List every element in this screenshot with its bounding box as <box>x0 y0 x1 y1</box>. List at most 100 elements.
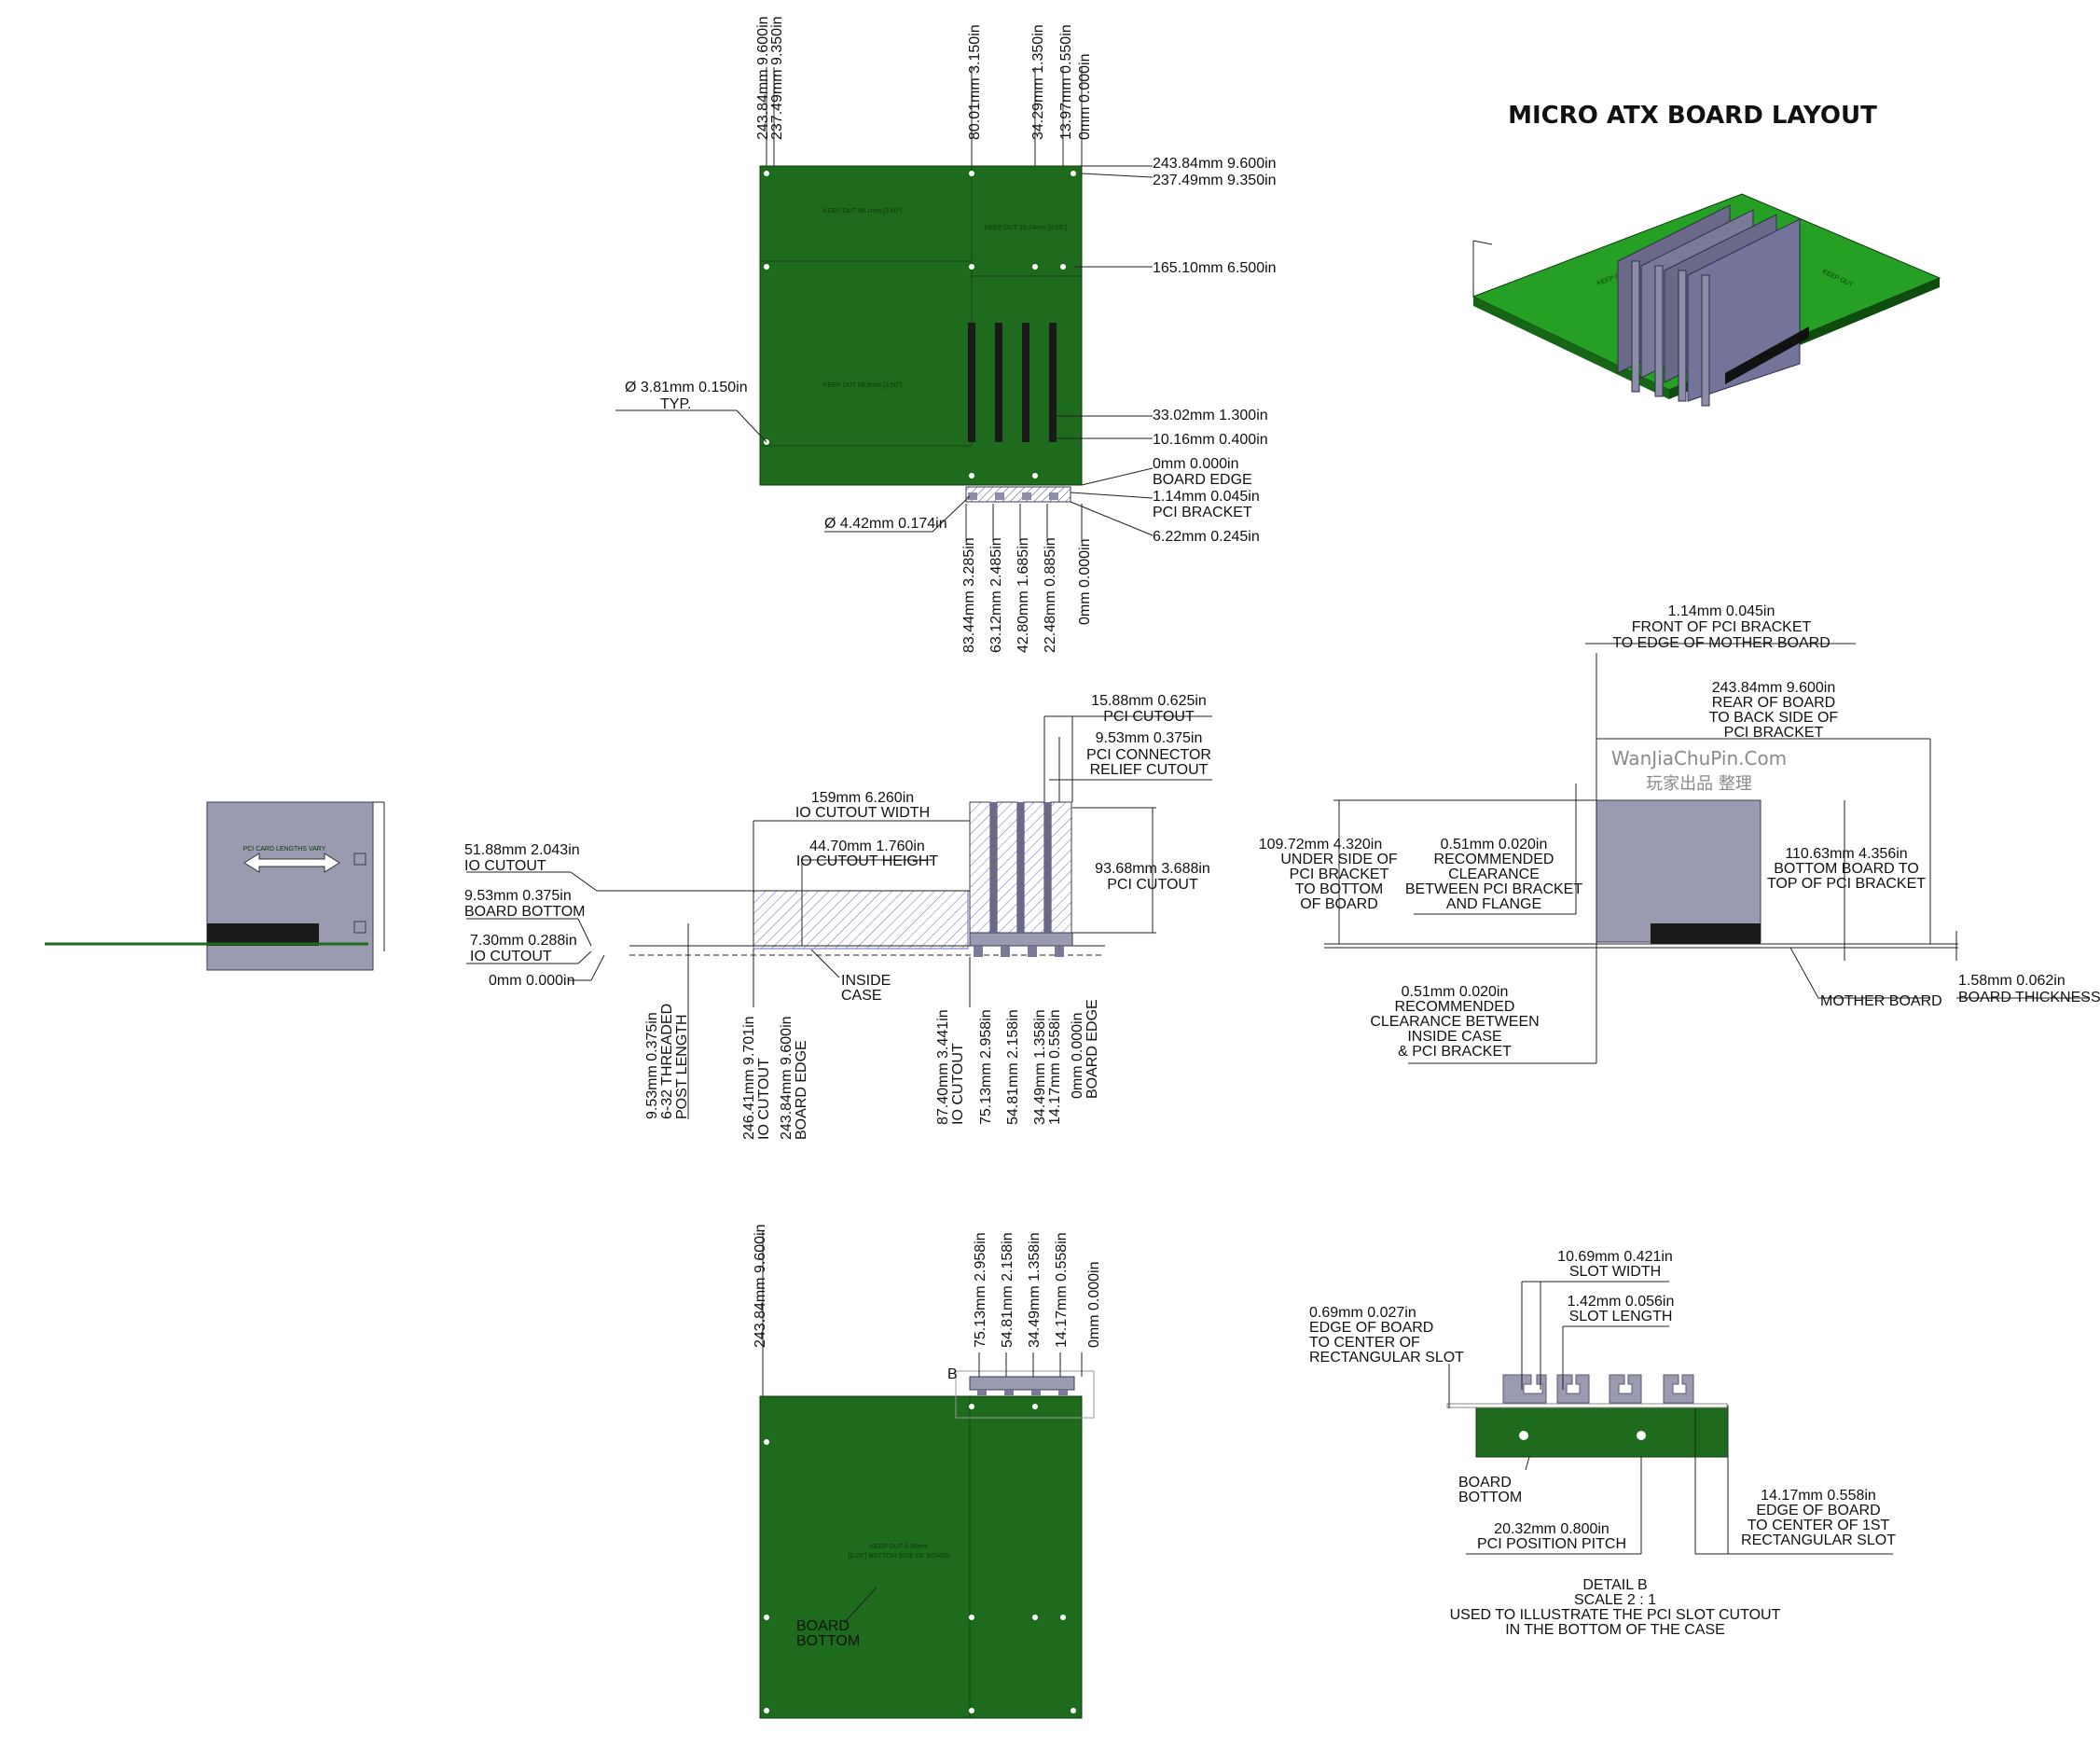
svg-text:109.72mm 4.320in: 109.72mm 4.320in <box>1259 837 1383 853</box>
svg-text:SLOT LENGTH: SLOT LENGTH <box>1569 1309 1673 1324</box>
svg-text:0mm 0.000in: 0mm 0.000in <box>1070 1012 1085 1099</box>
svg-text:UNDER SIDE OF: UNDER SIDE OF <box>1280 852 1398 867</box>
svg-text:34.49mm 1.358in: 34.49mm 1.358in <box>1027 1232 1043 1348</box>
io-view: 51.88mm 2.043in IO CUTOUT 9.53mm 0.375in… <box>464 693 1212 1140</box>
svg-text:51.88mm 2.043in: 51.88mm 2.043in <box>464 842 580 858</box>
svg-text:6.22mm 0.245in: 6.22mm 0.245in <box>1153 529 1260 545</box>
svg-text:TO CENTER OF 1ST: TO CENTER OF 1ST <box>1748 1518 1890 1533</box>
svg-text:10.69mm 0.421in: 10.69mm 0.421in <box>1557 1249 1673 1265</box>
svg-text:0mm 0.000in: 0mm 0.000in <box>1086 1261 1102 1348</box>
svg-text:246.41mm 9.701in: 246.41mm 9.701in <box>741 1016 757 1140</box>
svg-text:BOARD: BOARD <box>796 1618 850 1634</box>
svg-text:DETAIL B: DETAIL B <box>1582 1577 1647 1593</box>
svg-text:87.40mm 3.441in: 87.40mm 3.441in <box>935 1009 951 1125</box>
svg-text:INSIDE: INSIDE <box>841 973 891 989</box>
svg-text:IO CUTOUT: IO CUTOUT <box>756 1058 772 1140</box>
svg-text:TO CENTER OF: TO CENTER OF <box>1309 1335 1420 1351</box>
svg-text:9.53mm 0.375in: 9.53mm 0.375in <box>1096 730 1203 746</box>
svg-text:BOARD BOTTOM: BOARD BOTTOM <box>464 904 586 920</box>
svg-text:0.51mm 0.020in: 0.51mm 0.020in <box>1441 837 1548 853</box>
svg-text:243.84mm 9.600in: 243.84mm 9.600in <box>753 1224 768 1348</box>
svg-text:9.53mm 0.375in: 9.53mm 0.375in <box>644 1012 660 1119</box>
svg-text:BETWEEN PCI BRACKET: BETWEEN PCI BRACKET <box>1405 881 1582 897</box>
svg-text:EDGE OF BOARD: EDGE OF BOARD <box>1309 1320 1433 1336</box>
svg-text:7.30mm 0.288in: 7.30mm 0.288in <box>470 933 577 949</box>
svg-text:34.49mm 1.358in: 34.49mm 1.358in <box>1032 1009 1048 1125</box>
svg-text:TO BACK SIDE OF: TO BACK SIDE OF <box>1709 710 1839 726</box>
svg-text:Ø 3.81mm 0.150in: Ø 3.81mm 0.150in <box>625 380 748 395</box>
svg-text:IO CUTOUT: IO CUTOUT <box>464 858 546 874</box>
svg-text:93.68mm 3.688in: 93.68mm 3.688in <box>1095 861 1210 877</box>
bottom-view: KEEP OUT 6.35mm [0.25"] BOTTOM SIDE OF B… <box>753 1224 1102 1719</box>
svg-text:RECOMMENDED: RECOMMENDED <box>1395 999 1515 1015</box>
svg-text:SLOT WIDTH: SLOT WIDTH <box>1569 1264 1661 1280</box>
svg-text:TO EDGE OF MOTHER BOARD: TO EDGE OF MOTHER BOARD <box>1612 635 1831 651</box>
svg-text:& PCI BRACKET: & PCI BRACKET <box>1398 1044 1512 1060</box>
svg-text:IN THE BOTTOM OF THE CASE: IN THE BOTTOM OF THE CASE <box>1505 1622 1725 1638</box>
svg-text:[0.25"] BOTTOM SIDE OF BOARD: [0.25"] BOTTOM SIDE OF BOARD <box>849 1553 950 1560</box>
svg-text:80.01mm 3.150in: 80.01mm 3.150in <box>967 24 983 140</box>
svg-text:14.17mm 0.558in: 14.17mm 0.558in <box>1761 1488 1876 1504</box>
detail-b: 10.69mm 0.421in SLOT WIDTH 1.42mm 0.056i… <box>1309 1249 1896 1638</box>
svg-text:243.84mm 9.600in: 243.84mm 9.600in <box>779 1016 794 1140</box>
svg-text:INSIDE CASE: INSIDE CASE <box>1407 1029 1501 1045</box>
svg-text:TYP.: TYP. <box>660 396 692 412</box>
svg-text:CLEARANCE BETWEEN: CLEARANCE BETWEEN <box>1370 1014 1539 1030</box>
svg-text:B: B <box>947 1366 958 1382</box>
svg-text:EDGE OF BOARD: EDGE OF BOARD <box>1756 1503 1880 1518</box>
watermark-cn: 玩家出品 整理 <box>1646 774 1752 794</box>
svg-text:PCI CONNECTOR: PCI CONNECTOR <box>1086 747 1211 763</box>
svg-text:54.81mm 2.158in: 54.81mm 2.158in <box>1000 1232 1015 1348</box>
svg-text:PCI CUTOUT: PCI CUTOUT <box>1107 877 1198 893</box>
svg-text:1.42mm 0.056in: 1.42mm 0.056in <box>1568 1294 1675 1310</box>
svg-text:MOTHER BOARD: MOTHER BOARD <box>1820 993 1942 1009</box>
svg-text:BOARD EDGE: BOARD EDGE <box>1153 472 1252 488</box>
drawing-title: MICRO ATX BOARD LAYOUT <box>1508 102 1877 130</box>
svg-text:CASE: CASE <box>841 988 882 1004</box>
svg-text:Ø 4.42mm 0.174in: Ø 4.42mm 0.174in <box>824 516 947 532</box>
svg-text:20.32mm 0.800in: 20.32mm 0.800in <box>1494 1521 1610 1537</box>
svg-text:14.17mm 0.558in: 14.17mm 0.558in <box>1054 1232 1070 1348</box>
svg-text:BOTTOM: BOTTOM <box>1458 1490 1522 1505</box>
svg-text:0mm 0.000in: 0mm 0.000in <box>1077 53 1093 140</box>
svg-text:44.70mm 1.760in: 44.70mm 1.760in <box>809 839 925 854</box>
card-length-label: PCI CARD LENGTHS VARY <box>243 846 326 853</box>
svg-text:BOARD: BOARD <box>1458 1475 1512 1491</box>
svg-text:243.84mm 9.600in: 243.84mm 9.600in <box>1712 680 1836 696</box>
svg-text:BOTTOM: BOTTOM <box>796 1633 860 1649</box>
svg-text:110.63mm 4.356in: 110.63mm 4.356in <box>1785 846 1907 862</box>
svg-text:CLEARANCE: CLEARANCE <box>1448 867 1540 882</box>
svg-text:POST LENGTH: POST LENGTH <box>674 1014 690 1119</box>
svg-text:15.88mm 0.625in: 15.88mm 0.625in <box>1091 693 1207 709</box>
svg-text:75.13mm 2.958in: 75.13mm 2.958in <box>973 1232 988 1348</box>
svg-text:6-32 THREADED: 6-32 THREADED <box>659 1004 675 1119</box>
svg-text:165.10mm 6.500in: 165.10mm 6.500in <box>1153 260 1277 276</box>
side-view: 1.14mm 0.045in FRONT OF PCI BRACKET TO E… <box>1259 603 2100 1064</box>
svg-text:FRONT OF PCI BRACKET: FRONT OF PCI BRACKET <box>1632 619 1812 635</box>
svg-text:BOARD EDGE: BOARD EDGE <box>1085 999 1100 1099</box>
keepout-label-1: KEEP OUT 96.1mm [3.80"] <box>823 208 902 215</box>
svg-text:0mm 0.000in: 0mm 0.000in <box>489 973 575 989</box>
svg-text:IO CUTOUT WIDTH: IO CUTOUT WIDTH <box>795 805 930 821</box>
isometric-board-view: KEEP OUT KEEP OUT <box>1471 193 1941 407</box>
svg-text:USED TO ILLUSTRATE THE PCI SLO: USED TO ILLUSTRATE THE PCI SLOT CUTOUT <box>1450 1607 1781 1623</box>
keepout-label-3: KEEP OUT 88.9mm [3.50"] <box>823 382 902 389</box>
svg-text:237.49mm 9.350in: 237.49mm 9.350in <box>769 16 785 140</box>
watermark-url: WanJiaChuPin.Com <box>1611 747 1787 770</box>
svg-text:1.14mm 0.045in: 1.14mm 0.045in <box>1153 489 1260 505</box>
svg-text:IO CUTOUT HEIGHT: IO CUTOUT HEIGHT <box>796 853 939 869</box>
svg-text:42.80mm 1.685in: 42.80mm 1.685in <box>1015 537 1031 653</box>
svg-text:1.58mm 0.062in: 1.58mm 0.062in <box>1958 973 2065 989</box>
svg-text:63.12mm 2.485in: 63.12mm 2.485in <box>988 537 1004 653</box>
svg-text:14.17mm 0.558in: 14.17mm 0.558in <box>1047 1009 1063 1125</box>
svg-text:PCI CUTOUT: PCI CUTOUT <box>1103 709 1195 725</box>
svg-text:0mm 0.000in: 0mm 0.000in <box>1153 456 1239 472</box>
svg-text:BOARD THICKNESS: BOARD THICKNESS <box>1958 990 2100 1005</box>
svg-text:33.02mm 1.300in: 33.02mm 1.300in <box>1153 408 1268 423</box>
svg-text:PCI POSITION PITCH: PCI POSITION PITCH <box>1477 1536 1626 1552</box>
svg-text:REAR OF BOARD: REAR OF BOARD <box>1712 695 1835 711</box>
svg-text:IO CUTOUT: IO CUTOUT <box>470 949 552 964</box>
svg-text:AND FLANGE: AND FLANGE <box>1446 896 1541 912</box>
svg-text:RECTANGULAR SLOT: RECTANGULAR SLOT <box>1741 1532 1896 1548</box>
